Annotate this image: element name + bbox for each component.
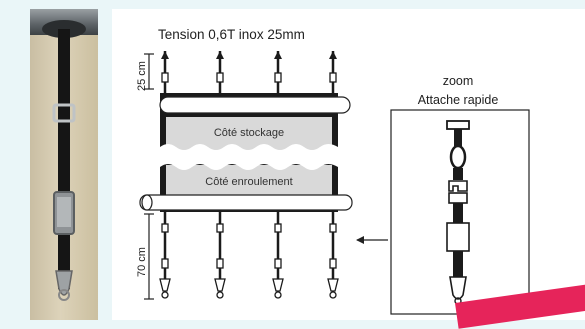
bottom-strap-4 xyxy=(327,210,339,299)
zoom-title: zoom xyxy=(443,74,474,88)
quick-attach-detail xyxy=(446,120,470,305)
strap-photo xyxy=(30,9,98,320)
rolling-side-label: Côté enroulement xyxy=(205,176,292,188)
storage-side-label: Côté stockage xyxy=(214,127,284,139)
rolling-side: Côté enroulement xyxy=(139,159,353,212)
bottom-strap-1 xyxy=(159,210,171,299)
zoom-arrow xyxy=(356,236,388,244)
storage-side: Côté stockage xyxy=(159,93,351,153)
bottom-dimension-label: 70 cm xyxy=(136,247,148,277)
top-strap-1 xyxy=(161,51,169,101)
storage-roller xyxy=(159,96,351,114)
top-strap-2 xyxy=(216,51,224,101)
zoom-subtitle: Attache rapide xyxy=(418,93,499,107)
cover-strap-diagram: Tension 0,6T inox 25mm 25 cm xyxy=(136,27,530,315)
bottom-strap-3 xyxy=(272,210,284,299)
rolling-roller xyxy=(139,194,353,211)
top-strap-4 xyxy=(329,51,337,101)
top-strap-3 xyxy=(274,51,282,101)
diagram-panel: Tension 0,6T inox 25mm 25 cm xyxy=(112,9,585,320)
top-dimension-label: 25 cm xyxy=(136,61,148,91)
diagram-title: Tension 0,6T inox 25mm xyxy=(158,27,305,42)
bottom-strap-2 xyxy=(214,210,226,299)
